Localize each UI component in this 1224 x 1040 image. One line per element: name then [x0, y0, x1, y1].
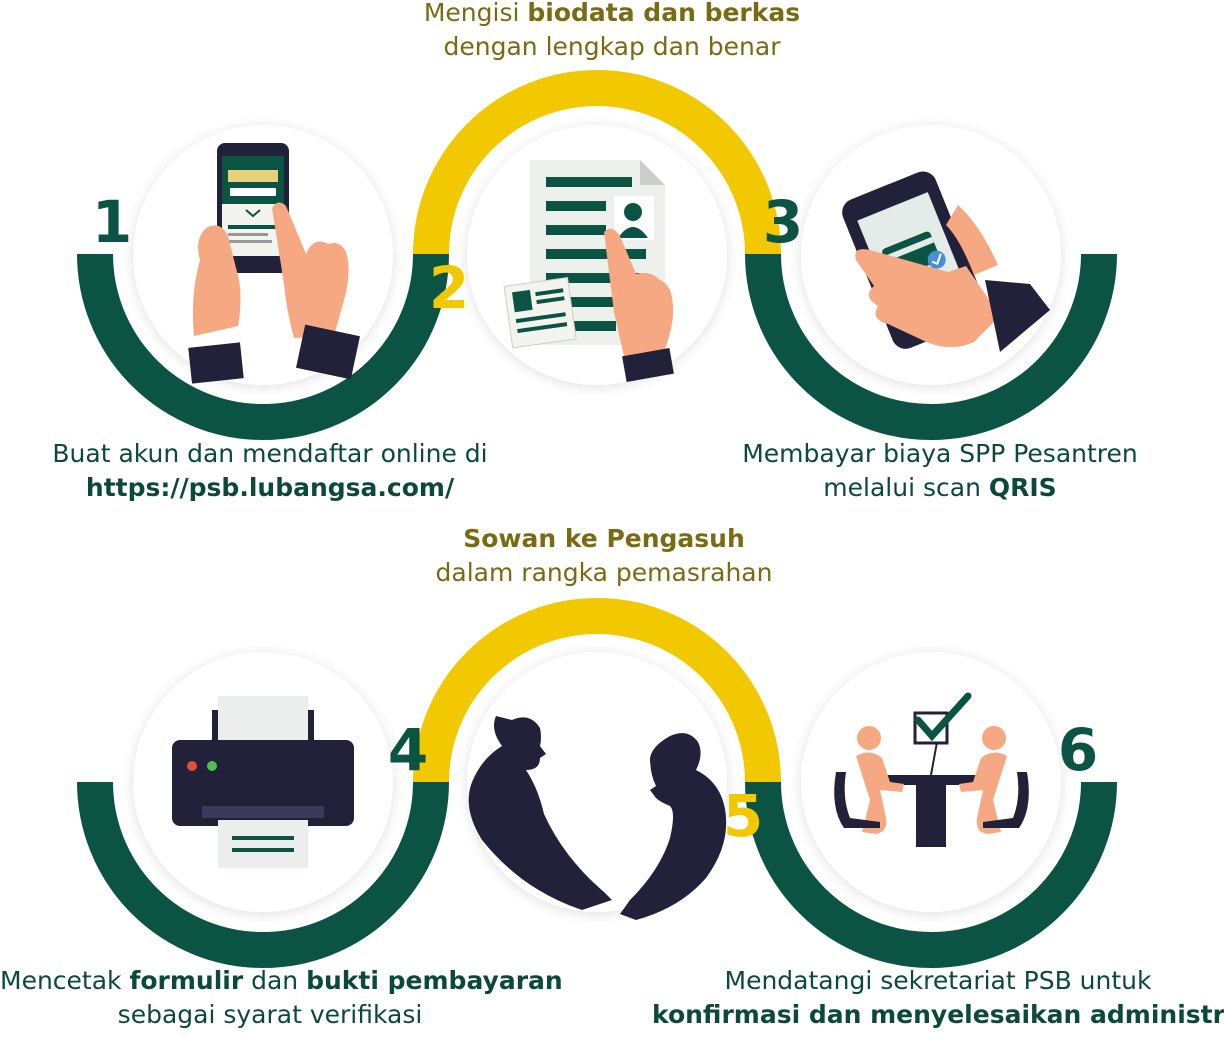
mobile-payment-icon [842, 171, 1050, 352]
step4-arc [77, 781, 449, 968]
step2-arc [413, 70, 781, 255]
meeting-table-icon [834, 692, 1029, 847]
step5-arc [413, 598, 781, 783]
step3-arc [745, 253, 1117, 440]
step2-number: 2 [429, 254, 469, 322]
step1-arc [77, 253, 449, 440]
step6-arc [745, 781, 1117, 968]
step2-caption: Mengisi biodata dan berkas dengan lengka… [423, 0, 801, 61]
step6-number: 6 [1058, 716, 1098, 784]
step3-number: 3 [763, 188, 803, 256]
printer-icon [172, 696, 354, 868]
step5-number: 5 [723, 782, 763, 850]
step1-caption: Buat akun dan mendaftar online di https:… [20, 437, 520, 505]
step6-caption: Mendatangi sekretariat PSB untuk konfirm… [652, 966, 1224, 1029]
registration-url: https://psb.lubangsa.com/ [85, 473, 455, 502]
step3-caption: Membayar biaya SPP Pesantren melalui sca… [742, 439, 1138, 502]
step5-caption: Sowan ke Pengasuh dalam rangka pemasraha… [435, 524, 773, 587]
document-form-icon [503, 160, 674, 382]
step4-number: 4 [388, 716, 428, 784]
step1-number: 1 [92, 188, 132, 256]
step4-caption: Mencetak formulir dan bukti pembayaran s… [0, 966, 563, 1029]
handshake-silhouette-icon [468, 716, 727, 920]
phone-registration-icon [188, 143, 360, 384]
